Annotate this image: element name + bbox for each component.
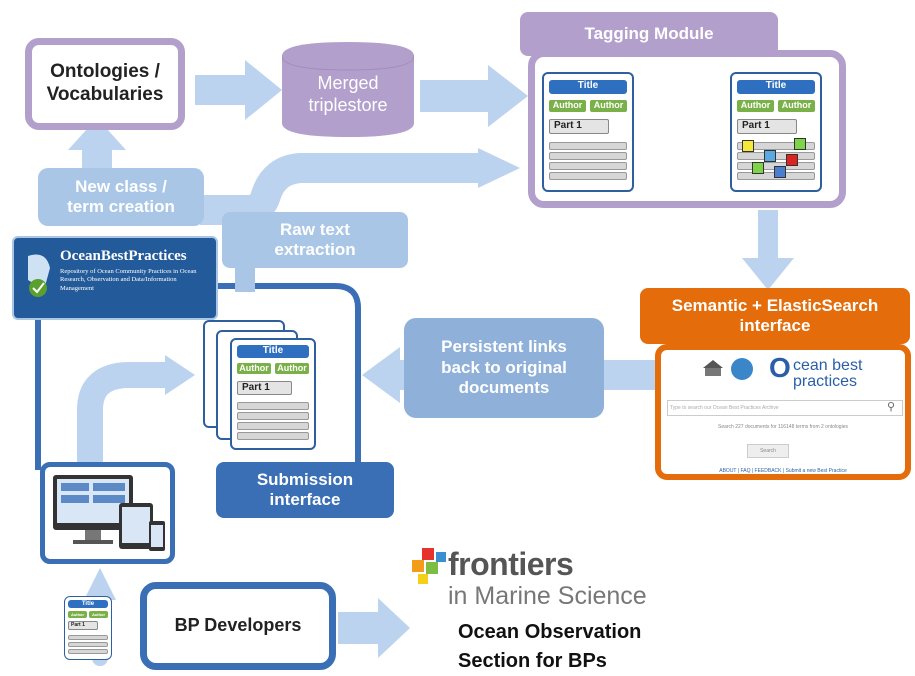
arrow-ontologies-merged	[195, 60, 282, 120]
connector-device-docs	[77, 362, 165, 462]
doc-author: Author	[590, 100, 627, 112]
tagging-doc-input: Title Author Author Part 1	[542, 72, 634, 192]
frontiers-brand: frontiers	[448, 546, 574, 582]
new-class-node: New class / term creation	[38, 168, 204, 226]
tag-marker	[742, 140, 754, 152]
search-icon[interactable]: ⚲	[887, 401, 896, 413]
submission-frame	[35, 283, 361, 470]
obp-search-logo-initial: O	[769, 352, 791, 383]
tagging-doc-output: Title Author Author Part 1	[730, 72, 822, 192]
doc-title: Title	[737, 80, 815, 94]
obp-logo-icon	[22, 250, 56, 302]
arrow-doc-device-head	[84, 568, 116, 600]
doc-title: Title	[549, 80, 627, 94]
doc-title: Title	[237, 345, 309, 358]
tagging-module-title: Tagging Module	[520, 12, 778, 56]
arrow-tagging-semantic	[742, 210, 794, 290]
obp-search-logo-text: cean best practices	[793, 357, 863, 390]
tag-marker	[774, 166, 786, 178]
persistent-links-node: Persistent links back to original docume…	[404, 318, 604, 418]
tag-marker	[764, 150, 776, 162]
doc-part: Part 1	[68, 621, 98, 630]
devices-icon	[40, 462, 175, 564]
merged-triplestore-label: Merged triplestore	[308, 73, 388, 115]
doc-author: Author	[778, 100, 815, 112]
semantic-search-title: Semantic + ElasticSearch interface	[640, 288, 910, 344]
unesco-logo	[701, 358, 725, 382]
arrow-newclass-ontologies	[68, 118, 126, 168]
tag-marker	[786, 154, 798, 166]
frontiers-logo-mark	[412, 548, 448, 588]
doc-author: Author	[737, 100, 774, 112]
doc-author: Author	[68, 611, 87, 618]
cylinder-shape	[281, 42, 415, 137]
arrow-connector-head	[478, 148, 520, 188]
search-input[interactable]: Type to search our Ocean Best Practices …	[667, 400, 903, 416]
doc-author: Author	[89, 611, 108, 618]
search-stats: Search 227 documents for 116148 terms fr…	[718, 424, 848, 430]
doc-part: Part 1	[737, 119, 797, 134]
ontologies-node: Ontologies / Vocabularies	[25, 38, 185, 130]
frontiers-section: Ocean Observation Section for BPs	[458, 621, 642, 672]
doc-author: Author	[237, 363, 271, 374]
frontiers-journal: in Marine Science	[448, 582, 647, 610]
merged-triplestore-node: Merged triplestore	[281, 42, 415, 137]
tag-marker	[752, 162, 764, 174]
doc-author: Author	[275, 363, 309, 374]
doc-title: Title	[68, 600, 108, 608]
obp-logo-name: OceanBestPractices	[60, 248, 187, 264]
connector-newclass-tagging	[200, 153, 480, 225]
arrow-bpdev-frontiers	[338, 598, 410, 658]
submission-doc-front: Title Author Author Part 1	[230, 338, 316, 450]
tag-marker	[794, 138, 806, 150]
bp-doc-icon: Title Author Author Part 1	[64, 596, 112, 660]
rawtext-stem	[235, 262, 255, 292]
doc-part: Part 1	[237, 381, 292, 395]
monitor-tablet-phone-icon	[53, 475, 165, 551]
obp-logo-tagline: Repository of Ocean Community Practices …	[60, 268, 197, 292]
arrow-device-docs-head	[165, 355, 195, 395]
search-button[interactable]: Search	[747, 444, 789, 458]
search-footer: ABOUT | FAQ | FEEDBACK | Submit a new Be…	[719, 468, 847, 474]
obp-logo: OceanBestPractices Repository of Ocean C…	[12, 236, 218, 320]
search-interface-screenshot: O cean best practices Type to search our…	[655, 344, 911, 480]
doc-part: Part 1	[549, 119, 609, 134]
ioc-logo	[731, 358, 753, 380]
bp-developers-node: BP Developers	[140, 582, 336, 670]
doc-author: Author	[549, 100, 586, 112]
arrow-merged-tagging	[420, 65, 528, 127]
raw-text-node: Raw text extraction	[222, 212, 408, 268]
submission-interface-node: Submission interface	[216, 462, 394, 518]
